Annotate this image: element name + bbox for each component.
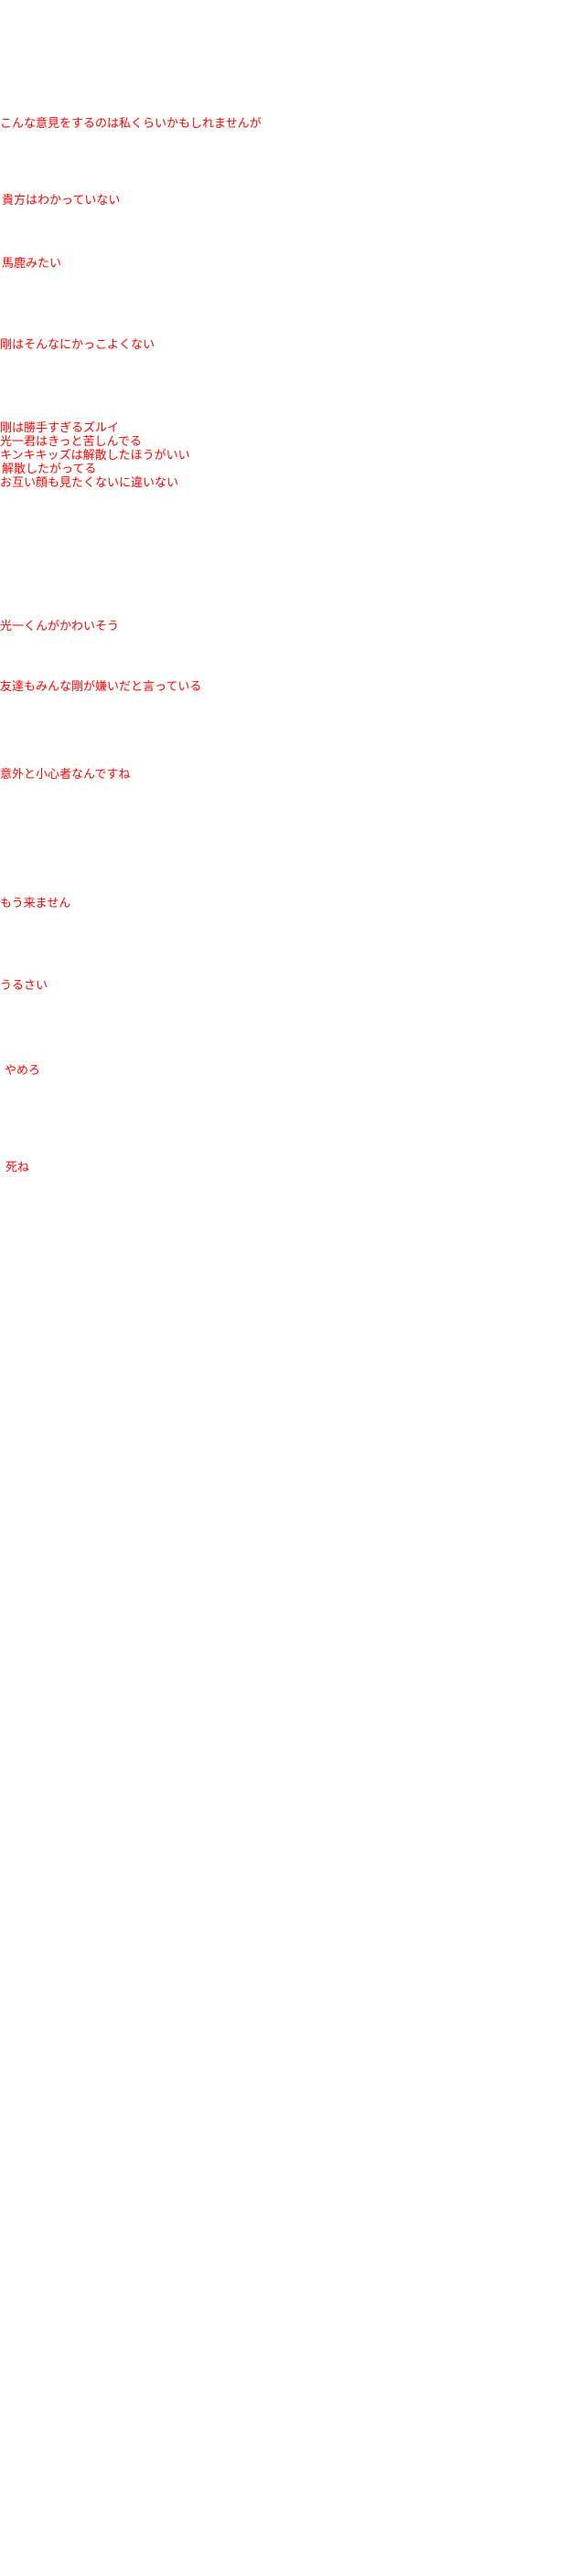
message-line: 剛はそんなにかっこよくない bbox=[0, 338, 156, 352]
message-line: 馬鹿みたい bbox=[2, 257, 62, 271]
message-line: 光一くんがかわいそう bbox=[0, 620, 120, 633]
message-line: 解散したがってる bbox=[2, 463, 97, 476]
message-line: お互い顔も見たくないに違いない bbox=[0, 476, 179, 490]
message-line: 死ね bbox=[5, 1161, 30, 1175]
message-line: 意外と小心者なんですね bbox=[0, 768, 131, 782]
message-line: 貴方はわかっていない bbox=[2, 194, 121, 208]
message-line: キンキキッズは解散したほうがいい bbox=[0, 449, 190, 463]
message-line: 剛は勝手すぎるズルイ bbox=[0, 421, 120, 435]
message-line: うるさい bbox=[0, 979, 48, 993]
message-line: 光一君はきっと苦しんでる bbox=[0, 435, 142, 449]
message-line: こんな意見をするのは私くらいかもしれませんが bbox=[0, 117, 262, 131]
message-line: もう来ません bbox=[0, 897, 71, 910]
message-line: やめろ bbox=[5, 1064, 41, 1078]
message-line: 友達もみんな剛が嫌いだと言っている bbox=[0, 680, 202, 694]
